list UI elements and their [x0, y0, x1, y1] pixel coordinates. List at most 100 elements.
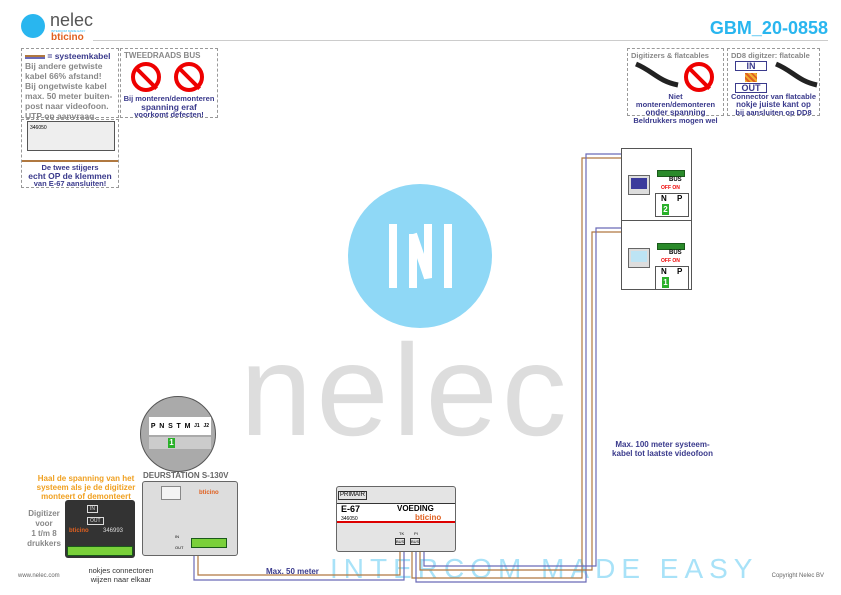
digitizer-label-line: Digitizer: [28, 509, 60, 518]
connector-note-line: wijzen naar elkaar: [90, 575, 152, 584]
digitizer-in: IN: [87, 505, 98, 513]
max-100-note: Max. 100 meter systeem-kabel tot laatste…: [600, 440, 725, 458]
bus-line: voorkomt defecten!: [134, 110, 204, 119]
max-100-line: Max. 100 meter systeem-: [615, 440, 710, 449]
address-jumper: 2: [662, 204, 669, 215]
footer-copyright: Copyright Nelec BV: [771, 573, 824, 579]
terminal-p: P: [677, 194, 683, 203]
terminal-label: P: [150, 422, 156, 430]
digitizer-warning: Haal de spanning van het systeem als je …: [36, 474, 136, 501]
digitizer-module: IN OUT bticino 346993: [65, 500, 135, 558]
power-switch[interactable]: OFF ON: [661, 258, 680, 264]
terminal-label: T: [176, 422, 181, 430]
vf-bus-label: BUS: [669, 250, 682, 256]
dd8-out: OUT: [735, 83, 767, 93]
bus-terminal: BUS: [410, 538, 421, 545]
cable-line: UTP op aanvraag.: [25, 111, 97, 121]
info-risers: 346050 De twee stijgers echt OP de klemm…: [21, 119, 119, 188]
digitizers-line: Beldrukkers mogen wel: [633, 116, 718, 125]
risers-line: De twee stijgers: [41, 163, 99, 172]
terminal-label: M: [184, 422, 191, 430]
terminal-label: J1: [194, 423, 200, 429]
cable-line: max. 50 meter buiten-: [25, 91, 113, 101]
digitizers-line: onder spanning: [645, 108, 706, 117]
terminal-label: S: [168, 422, 173, 430]
power-name: E-67: [341, 504, 361, 514]
dd8-in: IN: [735, 61, 767, 71]
dd8-title: DD8 digitzer: flatcable: [731, 51, 810, 60]
bticino-logo: bticino: [415, 513, 442, 522]
pi-label: PI: [414, 531, 418, 536]
wire-blue-door: [193, 540, 405, 581]
dd8-line: Connector van flatcable: [730, 92, 817, 101]
risers-line: van E-67 aansluiten!: [33, 179, 107, 188]
digitizer-label-line: drukkers: [27, 539, 61, 548]
header-rule: [93, 40, 828, 41]
videophone-2: BUS OFF ON N P 2: [621, 148, 692, 220]
header-logo: [21, 14, 45, 38]
partner-logo: bticino: [51, 32, 84, 43]
vf-bus-label: BUS: [669, 177, 682, 183]
digitizer-code: 346993: [103, 528, 124, 534]
dd8-line: nokje juiste kant op: [736, 100, 811, 109]
digitizer-out: OUT: [87, 517, 104, 525]
videophone-screen-icon: [628, 248, 650, 268]
cable-line: Bij andere getwiste: [25, 61, 103, 71]
tk-label: TK: [399, 531, 405, 536]
info-two-wire-bus: TWEEDRAADS BUS Bij monteren/demonteren s…: [120, 48, 218, 119]
info-digitizers: Digitizers & flatcables Niet monteren/de…: [627, 48, 724, 125]
info-system-cable: = systeemkabel Bij andere getwiste kabel…: [21, 48, 119, 121]
connector-note-line: nokjes connectoren: [88, 566, 154, 575]
flatcable-icon: [774, 61, 818, 88]
door-station-title: DEURSTATION S-130V: [143, 471, 229, 480]
brand-name: nelec: [50, 10, 94, 30]
cable-line: Bij ongetwiste kabel: [25, 81, 107, 91]
risers-line: echt OP de klemmen: [28, 171, 112, 181]
power-code: 346050: [341, 516, 358, 522]
brand-tagline: INTERCOM MADE EASY: [51, 29, 86, 33]
terminal-label: J2: [203, 423, 210, 429]
cable-legend: = systeemkabel: [47, 51, 111, 61]
primary-label: PRIMAIR: [338, 491, 368, 500]
door-out: OUT: [175, 545, 184, 550]
digitizer-label-line: 1 t/m 8: [31, 529, 57, 538]
power-type: VOEDING: [397, 504, 434, 513]
terminal-n: N: [661, 194, 667, 203]
no-voltage-icon: [684, 62, 714, 92]
bus-terminal: BUS: [395, 538, 406, 545]
door-station: bticino IN OUT: [142, 481, 238, 556]
door-in: IN: [175, 534, 179, 539]
cable-line: post naar videofoon.: [25, 101, 109, 111]
watermark-logo-circle: [348, 184, 492, 328]
power-switch[interactable]: OFF ON: [661, 185, 680, 191]
max-50-note: Max. 50 meter: [266, 567, 319, 576]
digitizers-line: Niet monteren/demonteren: [635, 92, 716, 109]
videophone-screen-icon: [628, 175, 650, 195]
risers-code: 346050: [30, 125, 47, 131]
terminal-n: N: [661, 267, 667, 276]
watermark-word: nelec: [240, 317, 571, 463]
max-100-line: kabel tot laatste videofoon: [612, 449, 713, 458]
footer-url[interactable]: www.nelec.com: [18, 573, 60, 579]
cable-line: kabel 66% afstand!: [25, 71, 102, 81]
bus-line: spanning eraf: [141, 102, 197, 112]
digitizers-title: Digitizers & flatcables: [631, 51, 709, 60]
bticino-logo: bticino: [69, 528, 89, 534]
dd8-line: bij aansluiten op DD8: [735, 108, 812, 117]
no-voltage-icon: [174, 62, 204, 92]
power-supply-e67: PRIMAIR E-67 VOEDING 346050 bticino TK P…: [336, 486, 456, 552]
terminal-p: P: [677, 267, 683, 276]
bus-line: Bij monteren/demonteren: [123, 94, 215, 103]
flatcable-icon: [634, 61, 679, 88]
terminal-label: N: [159, 422, 165, 430]
document-id: GBM_20-0858: [709, 18, 828, 38]
bticino-logo: bticino: [199, 490, 219, 496]
videophone-1: BUS OFF ON N P 1: [621, 221, 692, 293]
wire-brown-door: [197, 540, 401, 576]
bus-title: TWEEDRAADS BUS: [124, 51, 201, 60]
no-plug-icon: [131, 62, 161, 92]
address-jumper: 1: [662, 277, 669, 288]
